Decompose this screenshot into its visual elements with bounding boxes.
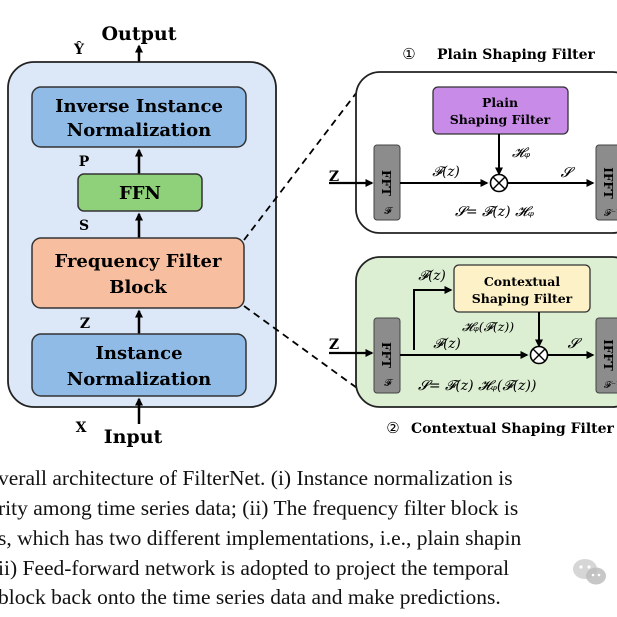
outer-container	[7, 61, 277, 408]
context-ifft-block	[595, 317, 617, 394]
plain-fft-sub: 𝓕	[384, 206, 393, 217]
inverse-instance-norm-block	[31, 86, 247, 148]
caption-line-2: rity among time series data; (ii) The fr…	[0, 496, 519, 520]
plain-equation: 𝓢= 𝓕(z) 𝓗ᵩ	[455, 204, 535, 220]
plain-ifft-label: IFFT	[601, 167, 615, 199]
caption-line-1: verall architecture of FilterNet. (i) In…	[0, 466, 513, 490]
plain-shaping-filter-panel: ① Plain Shaping Filter Plain Shaping Fil…	[329, 45, 617, 234]
instance-norm-line1: Instance	[95, 343, 182, 364]
context-equation: 𝓢= 𝓕(z) 𝓗ᵩ(𝓕(z))	[418, 378, 536, 394]
context-ifft-label: IFFT	[601, 339, 615, 371]
context-filter-line1: Contextual	[484, 274, 561, 289]
plain-filter-line2: Shaping Filter	[450, 112, 551, 127]
plain-filter-box	[432, 86, 569, 135]
context-ifft-sub: 𝓕⁻¹	[604, 380, 617, 391]
contextual-shaping-filter-panel: 𝓕(z) Contextual Shaping Filter Z FFT 𝓕 𝓕…	[329, 256, 617, 437]
context-input-z: Z	[329, 337, 339, 353]
main-pipeline: Output Ŷ Inverse Instance Normalization …	[7, 23, 277, 448]
plain-ifft-block	[595, 144, 617, 221]
plain-fz-label: 𝓕(z)	[432, 164, 460, 180]
freq-filter-line2: Block	[109, 277, 167, 298]
input-label: Input	[104, 426, 163, 448]
signal-p: P	[79, 154, 90, 170]
context-fz-top: 𝓕(z)	[418, 268, 446, 284]
plain-h-label: 𝓗ᵩ	[512, 145, 530, 161]
signal-z: Z	[80, 316, 90, 332]
plain-fft-label: FFT	[379, 170, 393, 196]
context-title: Contextual Shaping Filter	[411, 421, 615, 437]
input-symbol: X	[76, 420, 87, 436]
signal-s: S	[79, 218, 89, 234]
plain-title: Plain Shaping Filter	[437, 47, 596, 63]
frequency-filter-block	[31, 237, 245, 309]
caption-line-3: s, which has two different implementatio…	[0, 526, 522, 550]
plain-input-z: Z	[329, 169, 339, 185]
output-label: Output	[101, 23, 176, 45]
instance-norm-block	[31, 333, 247, 397]
context-h-label: 𝓗ᵩ(𝓕(z))	[462, 319, 514, 334]
plain-ifft-sub: 𝓕⁻¹	[604, 208, 617, 219]
inverse-norm-line2: Normalization	[67, 120, 211, 141]
plain-title-number: ①	[402, 45, 415, 63]
wechat-icon	[573, 559, 606, 585]
freq-filter-line1: Frequency Filter	[54, 251, 222, 272]
output-symbol: Ŷ	[73, 40, 85, 58]
ffn-label: FFN	[119, 183, 161, 204]
inverse-norm-line1: Inverse Instance	[55, 96, 223, 117]
plain-filter-line1: Plain	[482, 95, 518, 110]
context-title-number: ②	[386, 419, 399, 437]
context-multiply-cross-b	[532, 348, 546, 362]
context-filter-box	[453, 264, 591, 313]
context-fz-label: 𝓕(z)	[433, 336, 461, 352]
context-fft-sub: 𝓕	[384, 378, 393, 389]
instance-norm-line2: Normalization	[67, 369, 211, 390]
context-branch-arrow	[413, 286, 453, 350]
caption-line-5: block back onto the time series data and…	[0, 585, 501, 609]
context-fft-label: FFT	[379, 342, 393, 368]
caption-line-4: ii) Feed-forward network is adopted to p…	[0, 556, 510, 580]
ffn-block	[77, 173, 203, 212]
context-filter-line2: Shaping Filter	[472, 291, 573, 306]
plain-multiply-cross-b	[492, 176, 506, 190]
